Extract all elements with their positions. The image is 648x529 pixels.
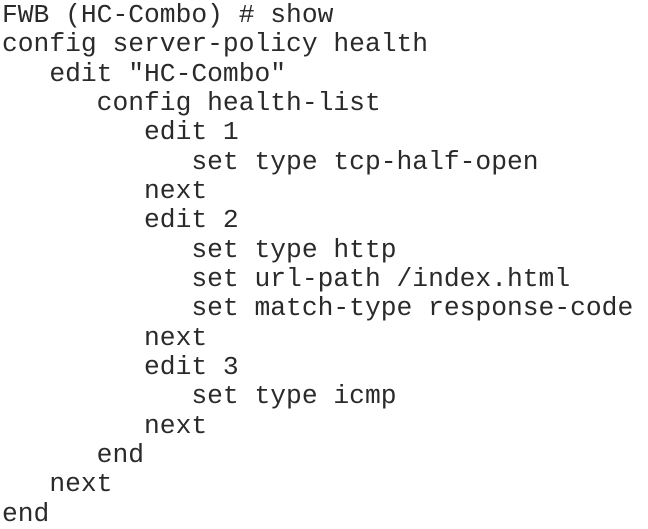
cli-line: end bbox=[2, 439, 145, 470]
cli-prompt-line: FWB (HC-Combo) # show bbox=[2, 0, 334, 30]
cli-line: set match-type response-code bbox=[2, 293, 634, 324]
cli-line: end bbox=[2, 498, 50, 529]
cli-line: next bbox=[2, 175, 208, 206]
cli-line: edit 3 bbox=[2, 351, 239, 382]
cli-line: edit "HC-Combo" bbox=[2, 58, 287, 89]
cli-line: config server-policy health bbox=[2, 29, 429, 60]
cli-line: edit 2 bbox=[2, 205, 239, 236]
cli-line: next bbox=[2, 410, 208, 441]
cli-line: set type http bbox=[2, 234, 397, 265]
cli-line: next bbox=[2, 469, 113, 500]
cli-line: set type icmp bbox=[2, 381, 397, 412]
cli-line: set url-path /index.html bbox=[2, 263, 571, 294]
cli-line: edit 1 bbox=[2, 117, 239, 148]
cli-line: set type tcp-half-open bbox=[2, 146, 539, 177]
cli-line: next bbox=[2, 322, 208, 353]
cli-line: config health-list bbox=[2, 87, 381, 118]
